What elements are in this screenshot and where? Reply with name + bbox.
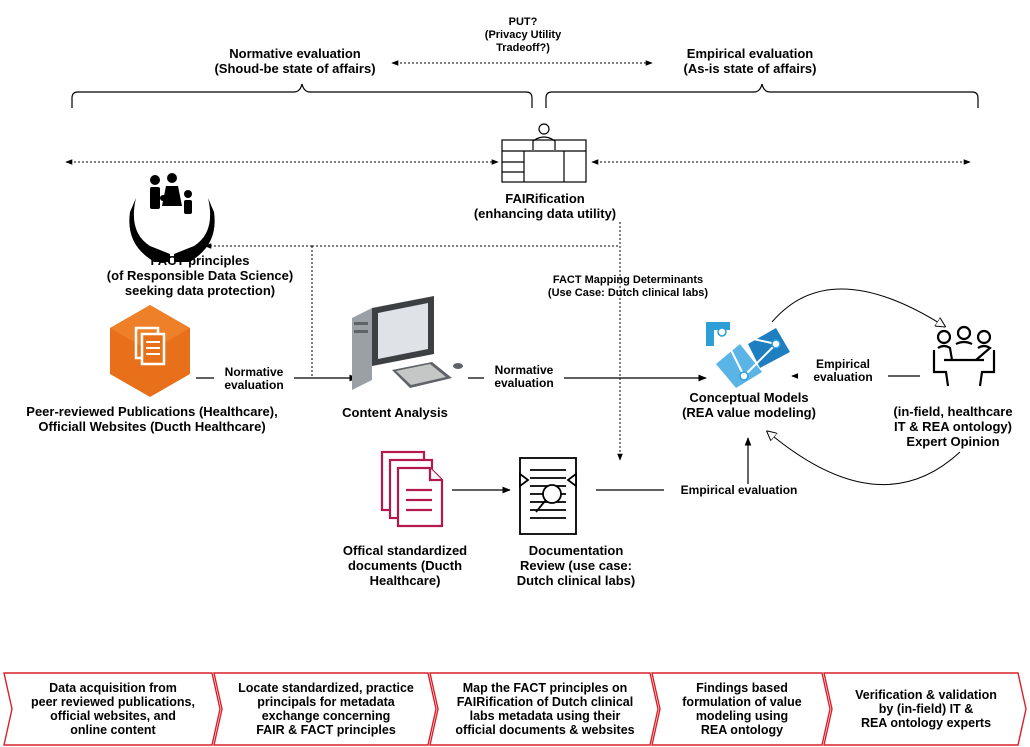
normative-edge-label-1: Normative evaluation [214,366,294,392]
curved-arrow-bottom [768,432,961,486]
normative-title: Normative evaluation (Shoud-be state of … [214,46,376,76]
doc-review-icon [519,457,577,535]
fact-feedback-link [312,245,623,461]
step-3-label: Map the FACT principles on FAIRification… [455,681,635,737]
curved-arrow-top [771,288,944,326]
content-analysis-label: Content Analysis [342,405,448,420]
empirical-edge-label-2: Empirical evaluation [664,484,814,497]
step-1-shape [3,672,221,746]
step-4-label: Findings based formulation of value mode… [682,681,802,737]
publications-hex-icon [110,305,190,397]
empirical-brace [545,83,979,108]
doc-review-label: Documentation Review (use case: Dutch cl… [516,543,636,588]
normative-brace [71,83,533,108]
publications-label: Peer-reviewed Publications (Healthcare),… [26,404,278,434]
fairification-desk-icon [501,123,587,183]
step-2-label: Locate standardized, practice principals… [238,681,414,737]
computer-icon [352,296,463,390]
step-5-shape [823,672,1027,746]
fact-principles-label: FACT principles (of Responsible Data Sci… [106,253,294,298]
normative-edge-label-2: Normative evaluation [484,364,564,390]
step-2-shape [213,672,437,746]
empirical-edge-label-1: Empirical evaluation [798,358,888,384]
standard-docs-icon [380,450,444,528]
fairification-label: FAIRification (enhancing data utility) [473,191,617,221]
expert-meeting-icon [932,325,996,387]
standard-docs-label: Offical standardized documents (Ducth He… [342,543,468,588]
step-5-label: Verification & validation by (in-field) … [855,688,997,730]
step-3-shape [429,672,659,746]
step-4-shape [651,672,831,746]
empirical-title: Empirical evaluation (As-is state of aff… [683,46,817,76]
step-1-label: Data acquisition from peer reviewed publ… [31,681,195,737]
expert-opinion-label: (in-field, healthcare IT & REA ontology)… [893,404,1013,449]
conceptual-model-icon [706,322,790,388]
process-chevrons [3,672,1027,746]
conceptual-models-label: Conceptual Models (REA value modeling) [682,390,816,420]
fact-mapping-label: FACT Mapping Determinants (Use Case: Dut… [547,274,709,299]
tradeoff-label: PUT? (Privacy Utility Tradeoff?) [484,16,562,54]
family-hands-icon [129,173,215,262]
